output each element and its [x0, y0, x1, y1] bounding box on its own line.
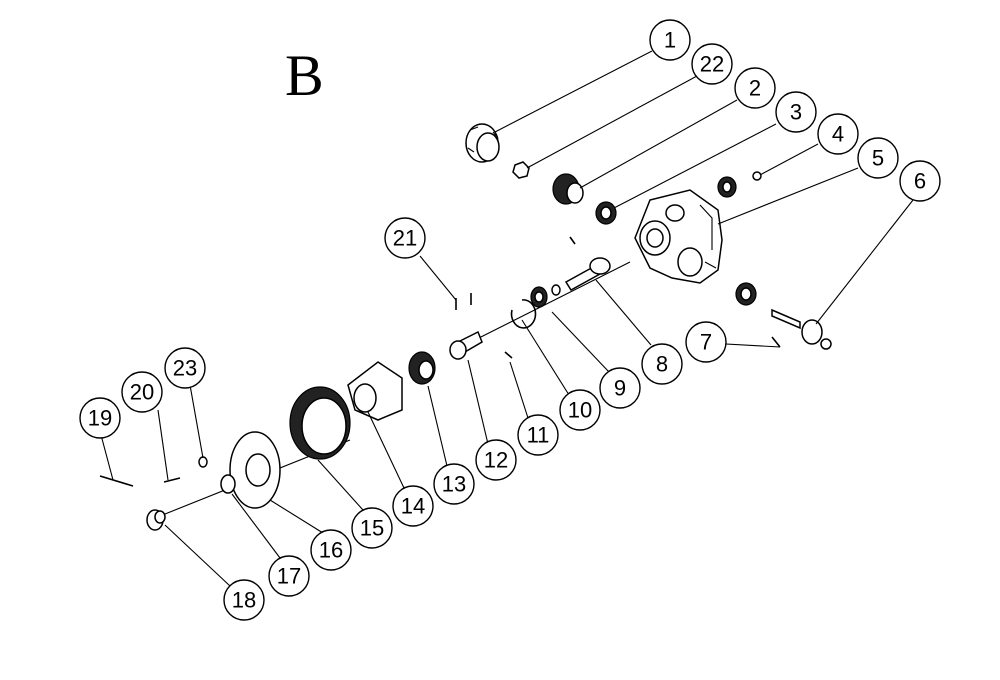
part-19-rod [99, 475, 134, 487]
callout-2: 2 [734, 67, 776, 109]
svg-text:17: 17 [277, 564, 301, 589]
callout-12: 12 [475, 439, 517, 481]
svg-text:7: 7 [700, 330, 712, 355]
part-4-bearing [717, 171, 762, 198]
svg-text:1: 1 [664, 28, 676, 53]
svg-text:3: 3 [790, 100, 802, 125]
callout-11: 11 [517, 414, 559, 456]
callout-22: 22 [691, 43, 733, 85]
part-12-coupling [449, 330, 483, 360]
leader-lines [100, 50, 914, 587]
part-13-bearing [408, 351, 436, 385]
callout-7: 7 [685, 321, 727, 363]
part-6-shaft [771, 308, 832, 350]
part-7-pin [771, 336, 781, 348]
callout-9: 9 [599, 367, 641, 409]
part-5-housing [634, 189, 723, 284]
part-3-bearing [595, 201, 617, 225]
svg-text:4: 4 [832, 122, 844, 147]
part-11-pin [504, 351, 513, 359]
svg-text:10: 10 [568, 398, 592, 423]
callout-6: 6 [899, 160, 941, 202]
part-20-screw [163, 477, 181, 483]
callout-3: 3 [775, 91, 817, 133]
svg-text:22: 22 [700, 52, 724, 77]
svg-text:19: 19 [88, 406, 112, 431]
part-16-plate [229, 431, 281, 509]
callout-15: 15 [351, 507, 393, 549]
part-18-knob [146, 509, 166, 531]
svg-text:12: 12 [484, 448, 508, 473]
svg-text:16: 16 [319, 538, 343, 563]
part-22-nut [512, 161, 530, 179]
svg-text:13: 13 [442, 472, 466, 497]
svg-text:21: 21 [393, 226, 417, 251]
svg-text:15: 15 [360, 516, 384, 541]
svg-text:8: 8 [656, 352, 668, 377]
part-23-washer [198, 456, 208, 468]
callout-23: 23 [164, 347, 206, 389]
svg-text:11: 11 [527, 423, 550, 448]
svg-text:6: 6 [914, 169, 926, 194]
part-15-large-gear [289, 386, 351, 460]
callout-1: 1 [649, 19, 691, 61]
callout-8: 8 [641, 343, 683, 385]
callout-14: 14 [392, 485, 434, 527]
part-2-gear [552, 173, 584, 205]
svg-text:18: 18 [232, 588, 256, 613]
part-10-snap-ring [510, 299, 537, 329]
callout-18: 18 [223, 579, 265, 621]
part-17-washer [220, 474, 236, 494]
callout-13: 13 [433, 463, 475, 505]
callout-19: 19 [79, 397, 121, 439]
callout-10: 10 [559, 389, 601, 431]
svg-text:20: 20 [130, 380, 154, 405]
callout-5: 5 [857, 137, 899, 179]
svg-text:9: 9 [614, 376, 626, 401]
part-1-ring [465, 123, 500, 163]
callout-21: 21 [384, 217, 426, 259]
part-9-bearing [530, 284, 561, 308]
part-21-pins [455, 293, 472, 310]
part-housing-lower-bearing [735, 282, 757, 306]
svg-text:14: 14 [401, 494, 425, 519]
callout-17: 17 [268, 555, 310, 597]
svg-text:5: 5 [872, 146, 884, 171]
callout-20: 20 [121, 371, 163, 413]
svg-text:23: 23 [173, 356, 197, 381]
part-14-hub [347, 361, 403, 421]
part-8-worm-shaft [564, 236, 611, 291]
callout-16: 16 [310, 529, 352, 571]
callout-4: 4 [817, 113, 859, 155]
diagram-title: B [285, 43, 324, 108]
svg-text:2: 2 [749, 76, 761, 101]
